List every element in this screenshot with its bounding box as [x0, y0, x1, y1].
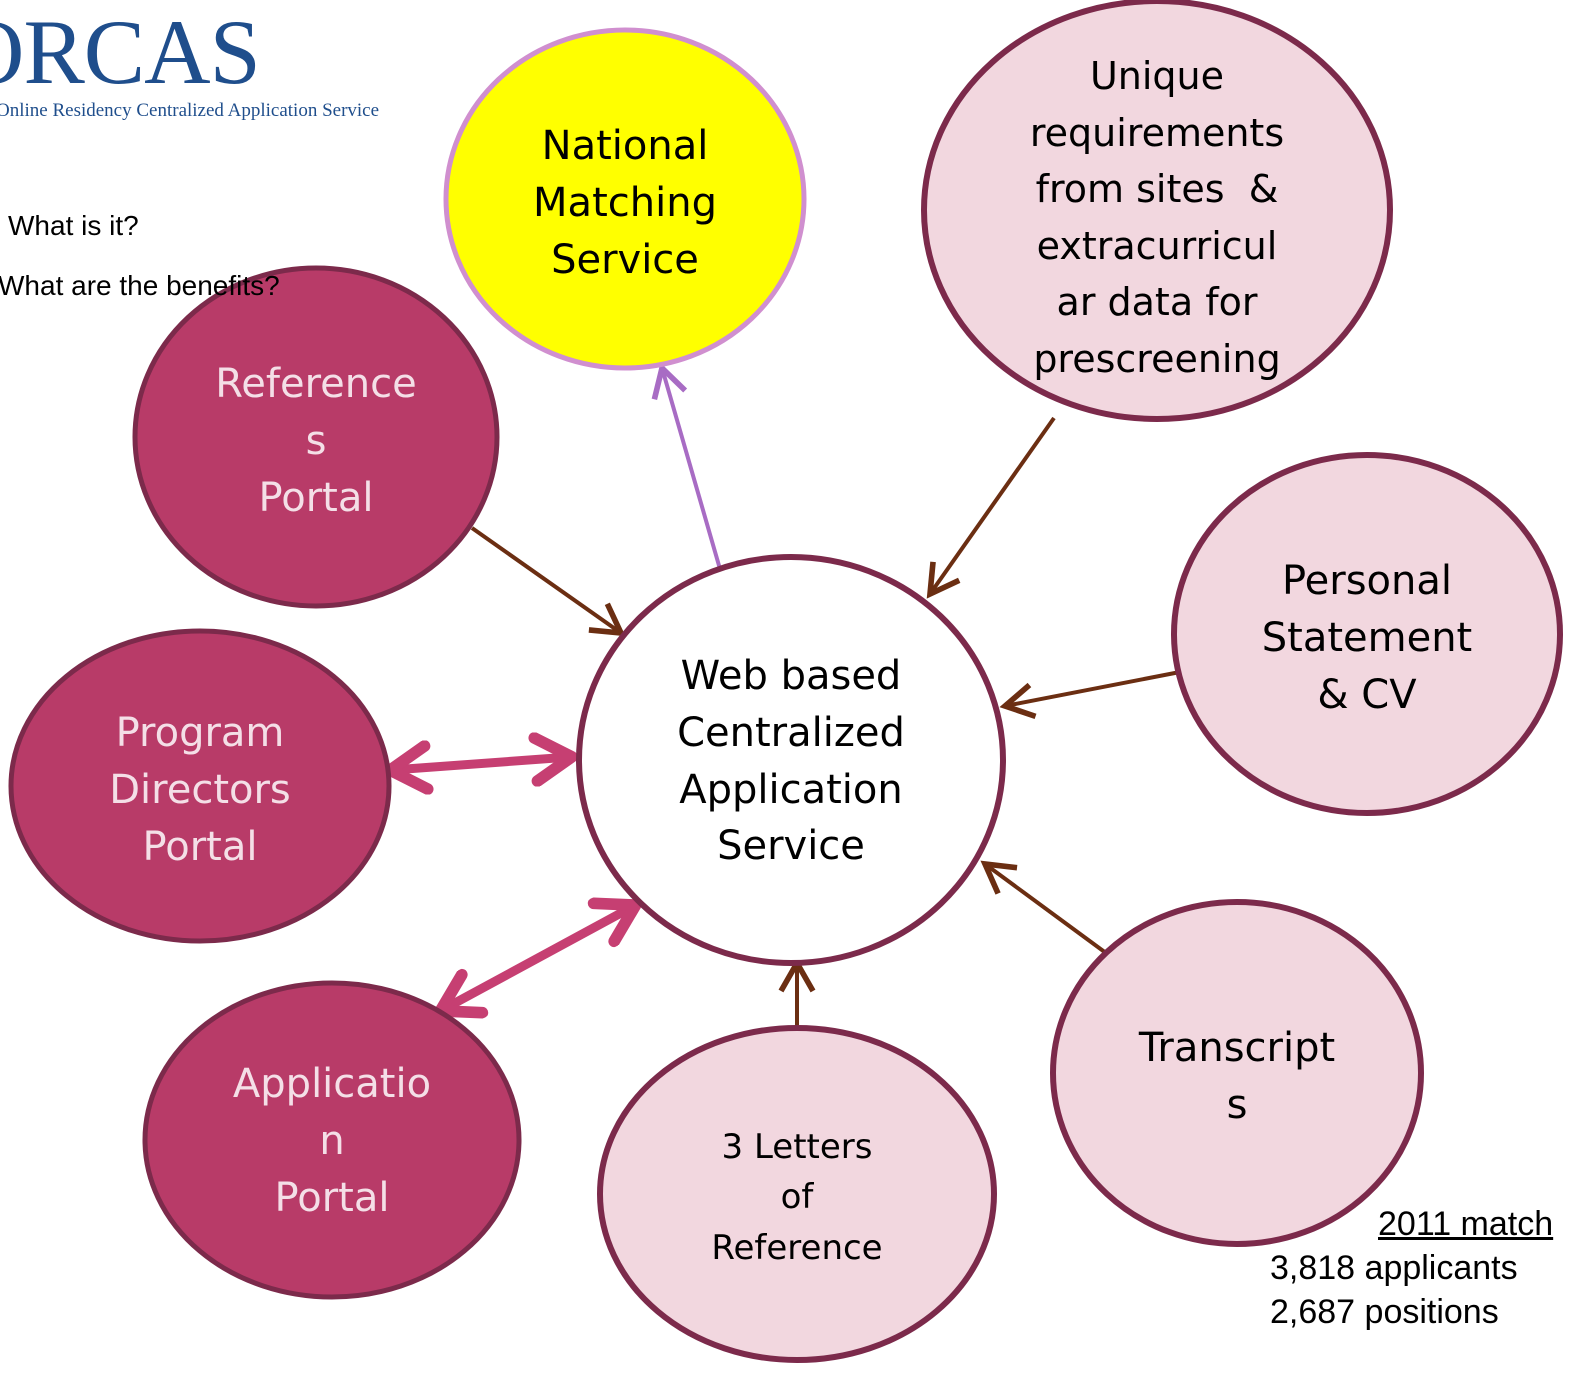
- node-transcripts: [1050, 899, 1424, 1247]
- match-stats-positions: 2,687 positions: [1270, 1293, 1499, 1332]
- label-line: n: [319, 1117, 345, 1164]
- label-national-matching: National Matching Service: [460, 118, 790, 288]
- label-line: requirements: [1029, 110, 1285, 155]
- label-line: Personal: [1281, 558, 1453, 604]
- label-line: Unique: [1089, 54, 1225, 98]
- label-line: Reference: [215, 361, 417, 407]
- label-line: Portal: [142, 823, 258, 870]
- label-line: Application: [679, 766, 903, 813]
- arrow-center-to-national-matching: [651, 362, 724, 577]
- label-line: Program: [115, 710, 285, 756]
- node-references-portal: [132, 265, 500, 609]
- label-personal-statement: Personal Statement & CV: [1217, 553, 1517, 723]
- label-line: Portal: [258, 474, 374, 521]
- orcas-logo-tagline: Online Residency Centralized Application…: [0, 100, 380, 121]
- label-line: Applicatio: [232, 1061, 432, 1107]
- label-line: Matching: [533, 179, 717, 226]
- label-line: & CV: [1317, 671, 1417, 718]
- label-letters-of-reference: 3 Letters of Reference: [647, 1122, 947, 1273]
- match-stats-applicants: 3,818 applicants: [1270, 1249, 1518, 1288]
- label-line: Transcript: [1138, 1025, 1336, 1071]
- label-line: Service: [717, 823, 865, 870]
- label-unique-requirements: Unique requirements from sites & extracu…: [957, 48, 1357, 388]
- node-national-matching: [443, 27, 807, 371]
- label-line: Reference: [711, 1227, 883, 1268]
- label-transcripts: Transcript s: [1087, 1020, 1387, 1134]
- node-personal-statement: [1171, 452, 1563, 816]
- label-line: s: [305, 417, 327, 464]
- label-program-directors-portal: Program Directors Portal: [50, 705, 350, 875]
- label-references-portal: Reference s Portal: [166, 356, 466, 526]
- arrow-program-directors-bidirectional: [392, 757, 570, 770]
- node-application-portal: [142, 980, 522, 1300]
- label-application-portal: Applicatio n Portal: [182, 1056, 482, 1226]
- arrow-personal-statement-to-center: [999, 670, 1181, 720]
- label-line: Directors: [109, 766, 291, 813]
- label-line: Statement: [1261, 614, 1473, 661]
- node-unique-requirements: [921, 0, 1393, 422]
- question-what-is-it: What is it?: [8, 210, 139, 241]
- label-line: Web based: [680, 653, 902, 699]
- label-line: Centralized: [677, 709, 905, 756]
- label-line: s: [1226, 1081, 1248, 1128]
- label-line: Service: [551, 236, 699, 283]
- node-letters-of-reference: [597, 1025, 997, 1363]
- label-line: prescreening: [1033, 337, 1281, 382]
- orcas-logo: ORCAS: [0, 1, 261, 103]
- label-line: ar data for: [1056, 280, 1258, 325]
- arrow-application-portal-bidirectional: [442, 906, 634, 1010]
- node-center-application-service: [576, 554, 1006, 966]
- arrow-references-portal-to-center: [470, 526, 626, 637]
- label-line: from sites &: [1035, 167, 1279, 212]
- label-line: of: [780, 1177, 814, 1218]
- label-line: National: [541, 123, 709, 169]
- label-line: 3 Letters: [721, 1127, 873, 1167]
- question-benefits: What are the benefits?: [0, 270, 280, 301]
- arrow-unique-requirements-to-center: [926, 416, 1056, 599]
- match-stats: 2011 match 3,818 applicants 2,687 positi…: [1270, 1202, 1553, 1335]
- match-stats-title: 2011 match: [1378, 1205, 1554, 1243]
- label-center-application-service: Web based Centralized Application Servic…: [626, 648, 956, 875]
- label-line: extracurricul: [1036, 223, 1278, 268]
- label-line: Portal: [274, 1174, 390, 1221]
- arrow-transcripts-to-center: [980, 860, 1108, 955]
- node-program-directors-portal: [8, 628, 392, 944]
